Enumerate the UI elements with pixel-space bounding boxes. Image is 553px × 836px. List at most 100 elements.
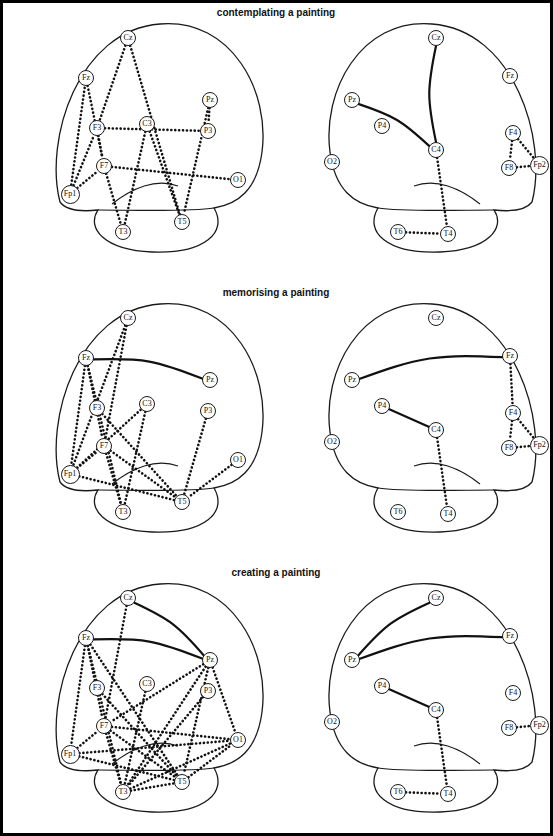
- dotted-link: [77, 171, 97, 188]
- electrode-label: C3: [142, 120, 151, 128]
- dotted-link: [510, 421, 512, 440]
- electrode-label: T4: [444, 790, 453, 798]
- electrode-label: Fp2: [533, 441, 545, 449]
- solid-link: [94, 639, 202, 659]
- electrode-label: Pz: [206, 96, 214, 104]
- electrode-label: F7: [100, 162, 108, 170]
- electrode-circle: F3: [89, 120, 105, 136]
- dotted-link: [127, 667, 205, 786]
- electrode-label: F4: [509, 129, 517, 137]
- dotted-link: [188, 745, 231, 777]
- panel-title: contemplating a painting: [217, 7, 335, 19]
- dotted-link: [517, 446, 530, 447]
- solid-link: [389, 689, 428, 707]
- panel-outlines: [56, 584, 536, 812]
- electrode-label: Cz: [432, 314, 441, 322]
- electrode-label: T6: [394, 788, 403, 796]
- dotted-link: [518, 419, 533, 438]
- left-hemisphere: [56, 304, 263, 532]
- electrode-label: O2: [327, 158, 337, 166]
- right-hemisphere: [329, 304, 536, 532]
- dotted-link: [517, 726, 530, 727]
- dotted-link: [112, 727, 230, 739]
- dotted-link: [510, 364, 512, 405]
- electrode-circle: Cz: [120, 30, 136, 46]
- electrode-circle: O1: [230, 452, 246, 468]
- electrode-circle: Cz: [428, 310, 444, 326]
- solid-link: [429, 46, 436, 142]
- electrode-label: T5: [178, 778, 187, 786]
- dotted-link: [437, 158, 447, 226]
- dotted-link: [517, 166, 530, 167]
- electrode-label: P4: [378, 682, 386, 690]
- electrode-circle: Cz: [428, 30, 444, 46]
- electrode-label: T6: [394, 228, 403, 236]
- electrode-circle: P3: [200, 123, 216, 139]
- electrode-circle: T6: [390, 784, 406, 800]
- dotted-link: [213, 668, 236, 733]
- electrode-label: T5: [178, 218, 187, 226]
- electrode-circle: T4: [440, 786, 456, 802]
- dotted-link: [184, 419, 206, 495]
- electrode-label: C3: [142, 680, 151, 688]
- electrode-circle: O2: [324, 434, 340, 450]
- electrode-circle: F3: [89, 400, 105, 416]
- electrode-circle: P4: [374, 398, 390, 414]
- electrode-label: Pz: [206, 656, 214, 664]
- electrode-circle: F4: [505, 125, 521, 141]
- electrode-circle: O1: [230, 172, 246, 188]
- left-hemisphere: [56, 584, 263, 812]
- electrode-label: Fp2: [533, 721, 545, 729]
- electrode-label: Pz: [348, 96, 356, 104]
- dotted-link: [125, 132, 146, 224]
- electrode-label: T3: [119, 228, 128, 236]
- electrode-circle: Pz: [344, 92, 360, 108]
- electrode-label: Fz: [82, 74, 90, 82]
- left-hemisphere: [56, 24, 263, 252]
- electrode-circle: P3: [200, 683, 216, 699]
- electrode-label: C4: [431, 706, 440, 714]
- electrode-circle: F8: [501, 720, 517, 736]
- panel-title: creating a painting: [232, 567, 321, 579]
- electrode-circle: O2: [324, 714, 340, 730]
- dotted-link: [437, 438, 447, 506]
- electrode-circle: P4: [374, 678, 390, 694]
- electrode-circle: Fz: [502, 628, 518, 644]
- electrode-circle: Cz: [428, 590, 444, 606]
- electrode-label: Fp2: [533, 161, 545, 169]
- electrode-circle: Fp2: [530, 436, 549, 455]
- panel-title: memorising a painting: [223, 287, 330, 299]
- dotted-link: [100, 46, 126, 121]
- electrode-label: Cz: [124, 594, 133, 602]
- electrode-label: P3: [204, 407, 212, 415]
- electrode-label: P3: [204, 127, 212, 135]
- dotted-link: [110, 451, 175, 498]
- electrode-circle: Pz: [202, 372, 218, 388]
- solid-link: [134, 603, 203, 655]
- electrode-circle: F3: [89, 680, 105, 696]
- electrode-label: O2: [327, 438, 337, 446]
- right-hemisphere: [329, 24, 536, 252]
- panel-outlines: [56, 24, 536, 252]
- electrode-circle: Fz: [502, 348, 518, 364]
- dotted-link: [77, 409, 141, 467]
- electrode-circle: Pz: [202, 92, 218, 108]
- electrode-circle: P4: [374, 118, 390, 134]
- electrode-circle: O2: [324, 154, 340, 170]
- electrode-label: C4: [431, 426, 440, 434]
- electrode-circle: Fz: [78, 70, 94, 86]
- dotted-link: [437, 718, 447, 786]
- dotted-link: [71, 86, 85, 185]
- electrode-circle: T6: [390, 504, 406, 520]
- electrode-circle: Fz: [502, 68, 518, 84]
- dotted-link: [105, 606, 126, 718]
- electrode-circle: C4: [428, 142, 444, 158]
- electrode-label: F7: [100, 442, 108, 450]
- dotted-link: [110, 731, 175, 778]
- electrode-circle: F7: [96, 718, 112, 734]
- dotted-link: [131, 783, 174, 790]
- electrode-label: F4: [509, 689, 517, 697]
- electrode-circle: C3: [139, 116, 155, 132]
